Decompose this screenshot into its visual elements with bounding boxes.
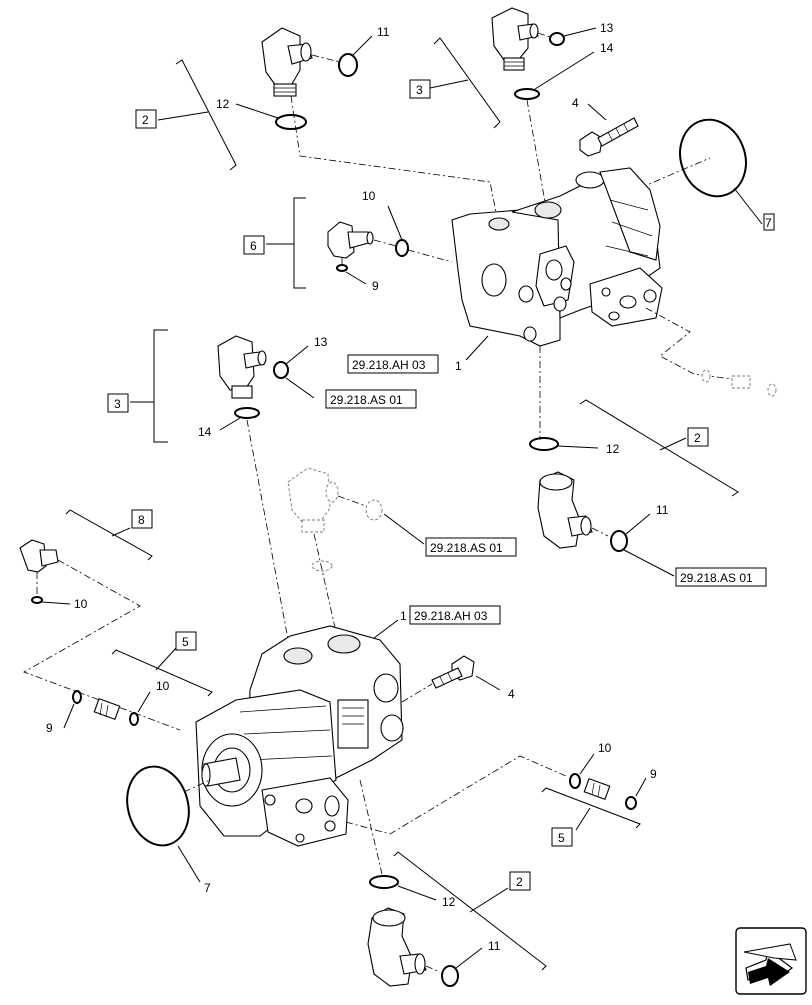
ref-as01-right: 29.218.AS 01 bbox=[680, 571, 753, 585]
callout-10-top: 10 bbox=[362, 189, 376, 203]
bolt-4-top bbox=[579, 117, 639, 157]
callout-10-left: 10 bbox=[74, 597, 88, 611]
o-ring-12-top bbox=[275, 114, 307, 130]
o-ring-11-bottom bbox=[441, 965, 459, 987]
o-ring-14-top bbox=[514, 88, 540, 100]
o-ring-12-bottom bbox=[369, 875, 399, 889]
ref-box-as01-mid bbox=[325, 389, 417, 409]
straight-fitting-lower-left bbox=[93, 697, 121, 721]
callout-4-bottom: 4 bbox=[508, 687, 515, 701]
box-8 bbox=[131, 509, 153, 529]
o-ring-10-top bbox=[395, 239, 409, 257]
bracket-2-mid bbox=[579, 399, 739, 497]
box-3-mid bbox=[107, 393, 129, 413]
callout-11-bottom: 11 bbox=[488, 939, 501, 953]
elbow-fitting-mid-left bbox=[217, 335, 267, 399]
callout-12-bottom: 12 bbox=[442, 895, 456, 909]
bracket-6 bbox=[293, 197, 306, 289]
o-ring-11-top bbox=[338, 53, 358, 77]
bracket-3-top bbox=[433, 37, 501, 129]
pump-body-bottom bbox=[195, 625, 404, 847]
straight-fitting-lower-right bbox=[583, 777, 611, 801]
callout-14-top: 14 bbox=[600, 41, 614, 55]
o-ring-13-mid bbox=[273, 361, 289, 379]
callout-9-right: 9 bbox=[650, 767, 657, 781]
callout-5-right: 5 bbox=[558, 831, 565, 845]
callout-6: 6 bbox=[250, 239, 257, 253]
callout-1-top: 1 bbox=[455, 359, 462, 373]
o-ring-10-left bbox=[31, 596, 43, 604]
callout-14-mid: 14 bbox=[198, 425, 212, 439]
o-ring-7-top bbox=[679, 118, 747, 198]
o-ring-9-top bbox=[336, 264, 348, 272]
bracket-2-bottom bbox=[393, 851, 547, 971]
pump-body-top bbox=[451, 167, 663, 347]
callout-13-top: 13 bbox=[600, 21, 614, 35]
ref-box-as01-ghost bbox=[425, 537, 517, 557]
callout-11-mid: 11 bbox=[656, 503, 669, 517]
callout-2-bottom: 2 bbox=[516, 875, 523, 889]
ref-box-ah03-bottom bbox=[409, 605, 501, 625]
box-2-bottom bbox=[509, 871, 531, 891]
box-7-top bbox=[763, 213, 775, 231]
bracket-8 bbox=[65, 509, 153, 561]
o-ring-10-right bbox=[569, 773, 581, 789]
callout-3-mid: 3 bbox=[114, 397, 121, 411]
callout-10-right: 10 bbox=[598, 741, 612, 755]
callout-7-top: 7 bbox=[765, 216, 772, 230]
o-ring-14-mid bbox=[234, 407, 260, 419]
o-ring-10-lower bbox=[129, 712, 139, 726]
bracket-3-mid bbox=[153, 329, 168, 443]
ghost-elbow-fitting bbox=[287, 467, 339, 533]
callout-13-mid: 13 bbox=[314, 335, 328, 349]
elbow-fitting-6 bbox=[327, 221, 374, 259]
bolt-4-bottom bbox=[431, 655, 475, 689]
ref-box-as01-right bbox=[675, 567, 767, 587]
callout-10-lower: 10 bbox=[156, 679, 170, 693]
ref-as01-mid: 29.218.AS 01 bbox=[330, 393, 403, 407]
callout-1-bottom: 1 bbox=[400, 609, 407, 623]
elbow-fitting-mid-right bbox=[537, 471, 593, 549]
callout-2-top: 2 bbox=[142, 113, 149, 127]
box-2-top bbox=[135, 109, 157, 129]
ref-ah03-top: 29.218.AH 03 bbox=[352, 358, 426, 372]
ref-as01-ghost: 29.218.AS 01 bbox=[430, 541, 503, 555]
ref-box-ah03-top bbox=[347, 354, 439, 374]
callout-7-bottom: 7 bbox=[204, 881, 211, 895]
o-ring-9-lower bbox=[72, 690, 82, 704]
ghost-fitting-right bbox=[731, 375, 777, 397]
ref-ah03-bottom: 29.218.AH 03 bbox=[414, 609, 488, 623]
callout-3-top: 3 bbox=[416, 83, 423, 97]
callout-2-mid: 2 bbox=[694, 431, 701, 445]
elbow-fitting-bottom bbox=[367, 907, 427, 987]
bracket-5-right bbox=[541, 787, 641, 829]
box-6 bbox=[243, 235, 265, 255]
o-ring-7-bottom bbox=[126, 765, 190, 847]
box-3-top bbox=[409, 79, 431, 99]
o-ring-13-top bbox=[549, 32, 565, 46]
o-ring-12-mid bbox=[529, 437, 559, 451]
elbow-fitting-top-left bbox=[261, 27, 313, 97]
callout-9-lower: 9 bbox=[46, 721, 53, 735]
elbow-fitting-8 bbox=[19, 539, 59, 573]
elbow-fitting-top-center bbox=[491, 7, 539, 71]
callout-9-top: 9 bbox=[372, 279, 379, 293]
bracket-2-top bbox=[175, 59, 237, 171]
callout-8: 8 bbox=[138, 513, 145, 527]
next-page-arrow-icon[interactable] bbox=[735, 927, 807, 995]
box-5-right bbox=[551, 827, 573, 847]
callout-4-top: 4 bbox=[572, 96, 579, 110]
callout-11-top: 11 bbox=[377, 25, 390, 39]
box-2-mid bbox=[687, 427, 709, 447]
callout-12-top: 12 bbox=[216, 97, 230, 111]
o-ring-9-right bbox=[625, 796, 637, 810]
bracket-5-left bbox=[111, 649, 213, 697]
callout-5-left: 5 bbox=[182, 635, 189, 649]
o-ring-11-mid bbox=[610, 530, 628, 552]
box-5-left bbox=[175, 631, 197, 651]
callout-12-mid: 12 bbox=[606, 442, 620, 456]
